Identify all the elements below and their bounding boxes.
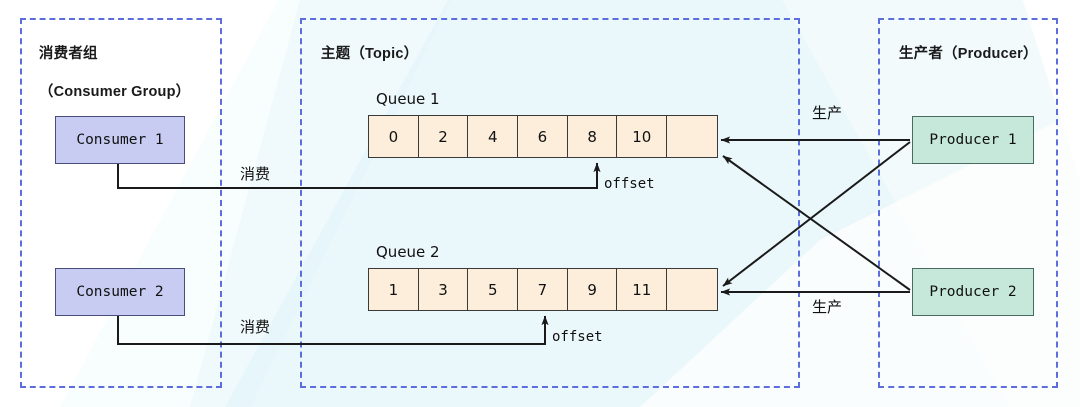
- panel-title-producer: 生产者（Producer）: [882, 26, 1038, 83]
- offset-label-queue-1: offset: [604, 176, 655, 192]
- producer-1-label: Producer 1: [929, 132, 1017, 148]
- producer-2-box[interactable]: Producer 2: [912, 268, 1034, 316]
- consume-label-2: 消费: [240, 318, 271, 336]
- queue-1-cell[interactable]: 6: [518, 116, 568, 157]
- queue-1-cell[interactable]: 2: [418, 116, 469, 157]
- queue-1[interactable]: 0 2 4 6 8 10: [368, 115, 718, 158]
- panel-title-consumer-group-line2: （Consumer Group）: [38, 84, 191, 100]
- consumer-2-label: Consumer 2: [76, 284, 164, 300]
- panel-title-consumer-group-line1: 消费者组: [38, 46, 98, 62]
- producer-1-box[interactable]: Producer 1: [912, 116, 1034, 164]
- queue-2-cell[interactable]: 7: [518, 269, 568, 310]
- queue-1-label: Queue 1: [376, 90, 440, 108]
- queue-1-cell-empty[interactable]: [667, 116, 717, 157]
- panel-title-producer-line1: 生产者（Producer）: [898, 46, 1038, 62]
- queue-1-cell[interactable]: 8: [567, 116, 618, 157]
- produce-label-1: 生产: [812, 104, 843, 122]
- producer-2-label: Producer 2: [929, 284, 1017, 300]
- queue-1-cell[interactable]: 10: [617, 116, 668, 157]
- panel-title-topic: 主题（Topic）: [304, 26, 418, 83]
- produce-label-2: 生产: [812, 298, 843, 316]
- queue-1-cell[interactable]: 4: [468, 116, 519, 157]
- consumer-1-box[interactable]: Consumer 1: [55, 116, 185, 164]
- consumer-1-label: Consumer 1: [76, 132, 164, 148]
- panel-title-topic-line1: 主题（Topic）: [320, 46, 419, 62]
- queue-2-cell[interactable]: 9: [567, 269, 618, 310]
- panel-consumer-group: [20, 18, 222, 388]
- queue-2-cell[interactable]: 3: [418, 269, 469, 310]
- queue-2-cell[interactable]: 11: [617, 269, 668, 310]
- consume-label-1: 消费: [240, 165, 271, 183]
- offset-label-queue-2: offset: [552, 329, 603, 345]
- queue-2[interactable]: 1 3 5 7 9 11: [368, 268, 718, 311]
- panel-title-consumer-group: 消费者组 （Consumer Group）: [22, 26, 190, 121]
- consumer-2-box[interactable]: Consumer 2: [55, 268, 185, 316]
- queue-1-cell[interactable]: 0: [369, 116, 419, 157]
- queue-2-cell-empty[interactable]: [667, 269, 717, 310]
- queue-2-label: Queue 2: [376, 243, 440, 261]
- queue-2-cell[interactable]: 5: [468, 269, 519, 310]
- queue-2-cell[interactable]: 1: [369, 269, 419, 310]
